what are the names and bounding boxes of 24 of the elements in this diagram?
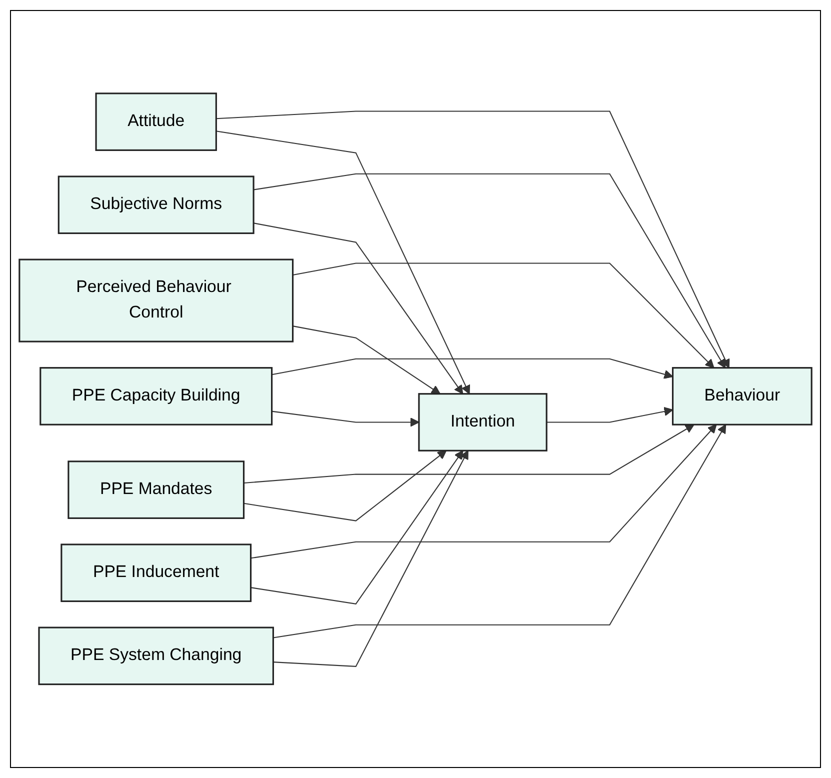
node-box: Perceived Behaviour Control [18,258,294,342]
arrow [250,450,464,605]
arrow [292,326,440,394]
arrow [292,262,714,368]
arrow [216,130,470,394]
arrow [216,110,730,368]
arrow [250,424,717,559]
node-box: Attitude [95,92,217,152]
arrow [546,407,674,423]
arrow [273,450,468,668]
node-box: PPE Capacity Building [40,367,273,426]
node-box: PPE Inducement [60,544,252,602]
arrow [253,173,726,368]
node-box: PPE System Changing [38,626,274,686]
arrow [273,424,726,638]
arrow [272,358,674,379]
node-box: Subjective Norms [58,176,254,234]
node-box: Intention [418,393,548,452]
arrow [244,450,447,522]
node-box: PPE Mandates [68,460,245,520]
node-box: Behaviour [672,367,812,426]
arrow [244,424,694,484]
arrow [272,410,420,427]
arrow [253,222,464,394]
